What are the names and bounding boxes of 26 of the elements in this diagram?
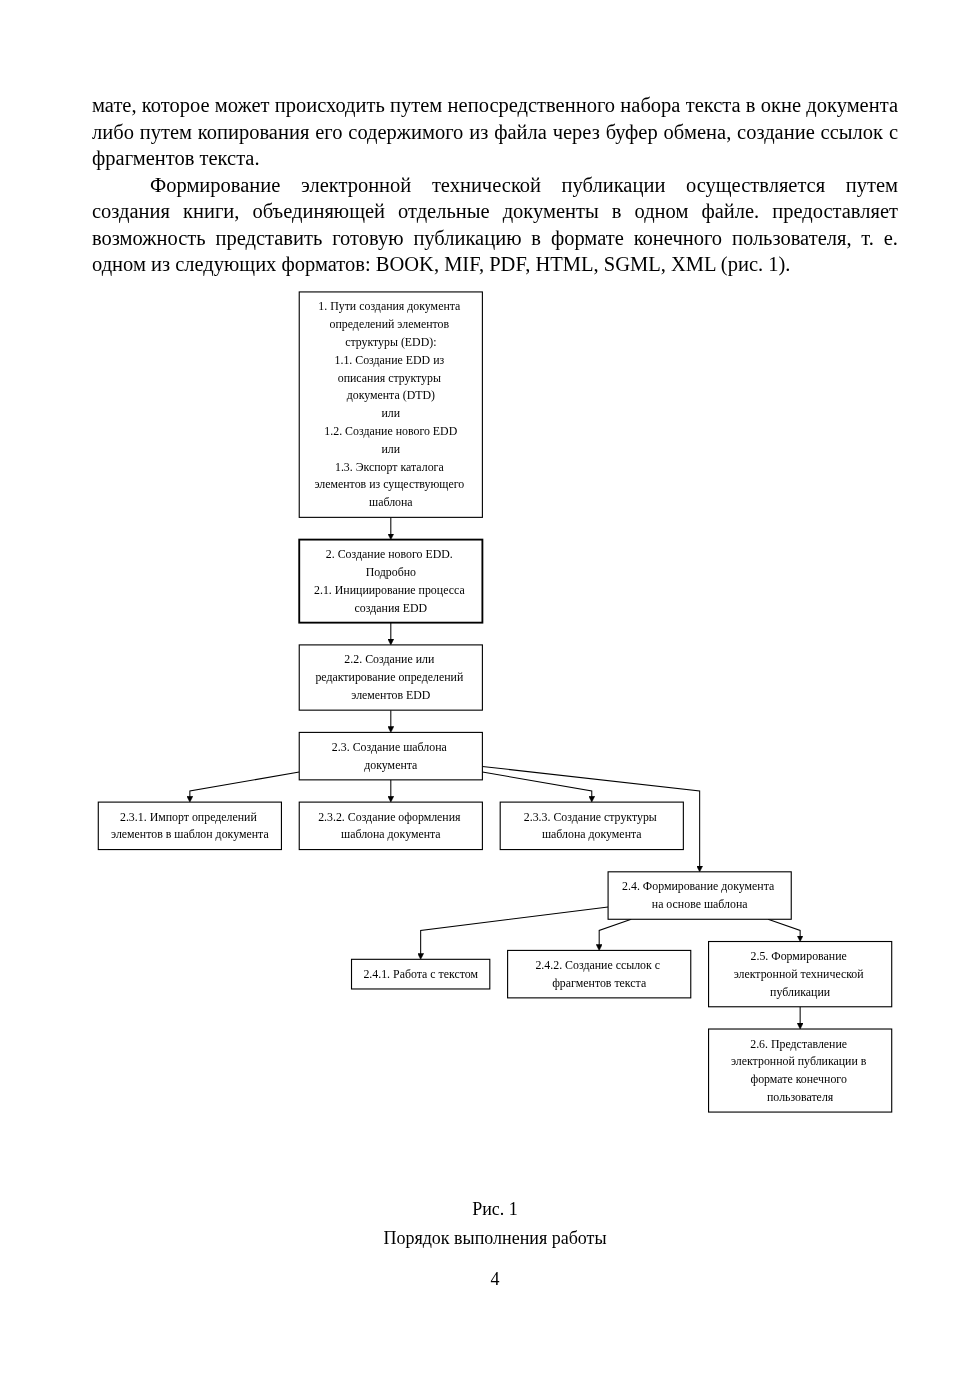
node-box: 2.4.1. Работа с текстом <box>350 958 491 990</box>
node-box: 2.6. Представление электронной публикации в формате конечного пользователя <box>708 1027 893 1113</box>
arrow <box>767 918 804 942</box>
node-box: 2.3.3. Создание структуры шаблона документа <box>499 801 684 850</box>
figure-number: Рис. 1 <box>471 1198 519 1220</box>
figure-caption: Порядок выполнения работы <box>382 1227 608 1249</box>
node-box: 2.5. Формирование электронной технической публикации <box>708 940 893 1007</box>
node-box: 1. Пути создания документа определений элементов структуры (EDD): 1.1. Создание EDD из описания структуры документа (DTD) или 1.2. Создание нового EDD или 1.3. Экспорт каталога элементов из существующего шаблона <box>298 290 483 518</box>
arrow <box>186 771 300 802</box>
node-box: 2.3. Создание шаблона документа <box>298 731 483 780</box>
node-box: 2.3.2. Создание оформления шаблона документа <box>298 801 483 850</box>
node-box: 2.4. Формирование документа на основе шаблона <box>607 870 792 920</box>
arrow <box>417 905 609 960</box>
node-box: 2.4.2. Создание ссылок с фрагментов текста <box>507 949 692 998</box>
arrow <box>595 918 632 951</box>
node-box: 2. Создание нового EDD. Подробно 2.1. Инициирование процесса создания EDD <box>298 538 484 624</box>
body-paragraph: мате, которое может происходить путем непосредственного набора текста в окне документа либо путем копирования его содержимого из файла через буфер обмена, создание ссылок с фрагментов текста. <box>92 93 898 172</box>
page-number: 4 <box>489 1268 501 1290</box>
body-paragraph: Формирование электронной технической публикации осуществляется путем создания книги, объединяющей отдельные документы в одном файле. предоставляет возможность представить готовую публикацию в формате конечного пользователя, т. е. одном из следующих форматов: BOOK, MIF, PDF, HTML, SGML, XML (рис. 1). <box>92 172 898 278</box>
arrow <box>796 1005 804 1029</box>
arrow <box>387 709 395 733</box>
arrow <box>387 516 395 540</box>
node-box: 2.2. Создание или редактирование определений элементов EDD <box>298 643 483 711</box>
node-box: 2.3.1. Импорт определений элементов в шаблон документа <box>97 801 282 850</box>
arrow <box>387 621 395 645</box>
arrow <box>387 778 395 802</box>
